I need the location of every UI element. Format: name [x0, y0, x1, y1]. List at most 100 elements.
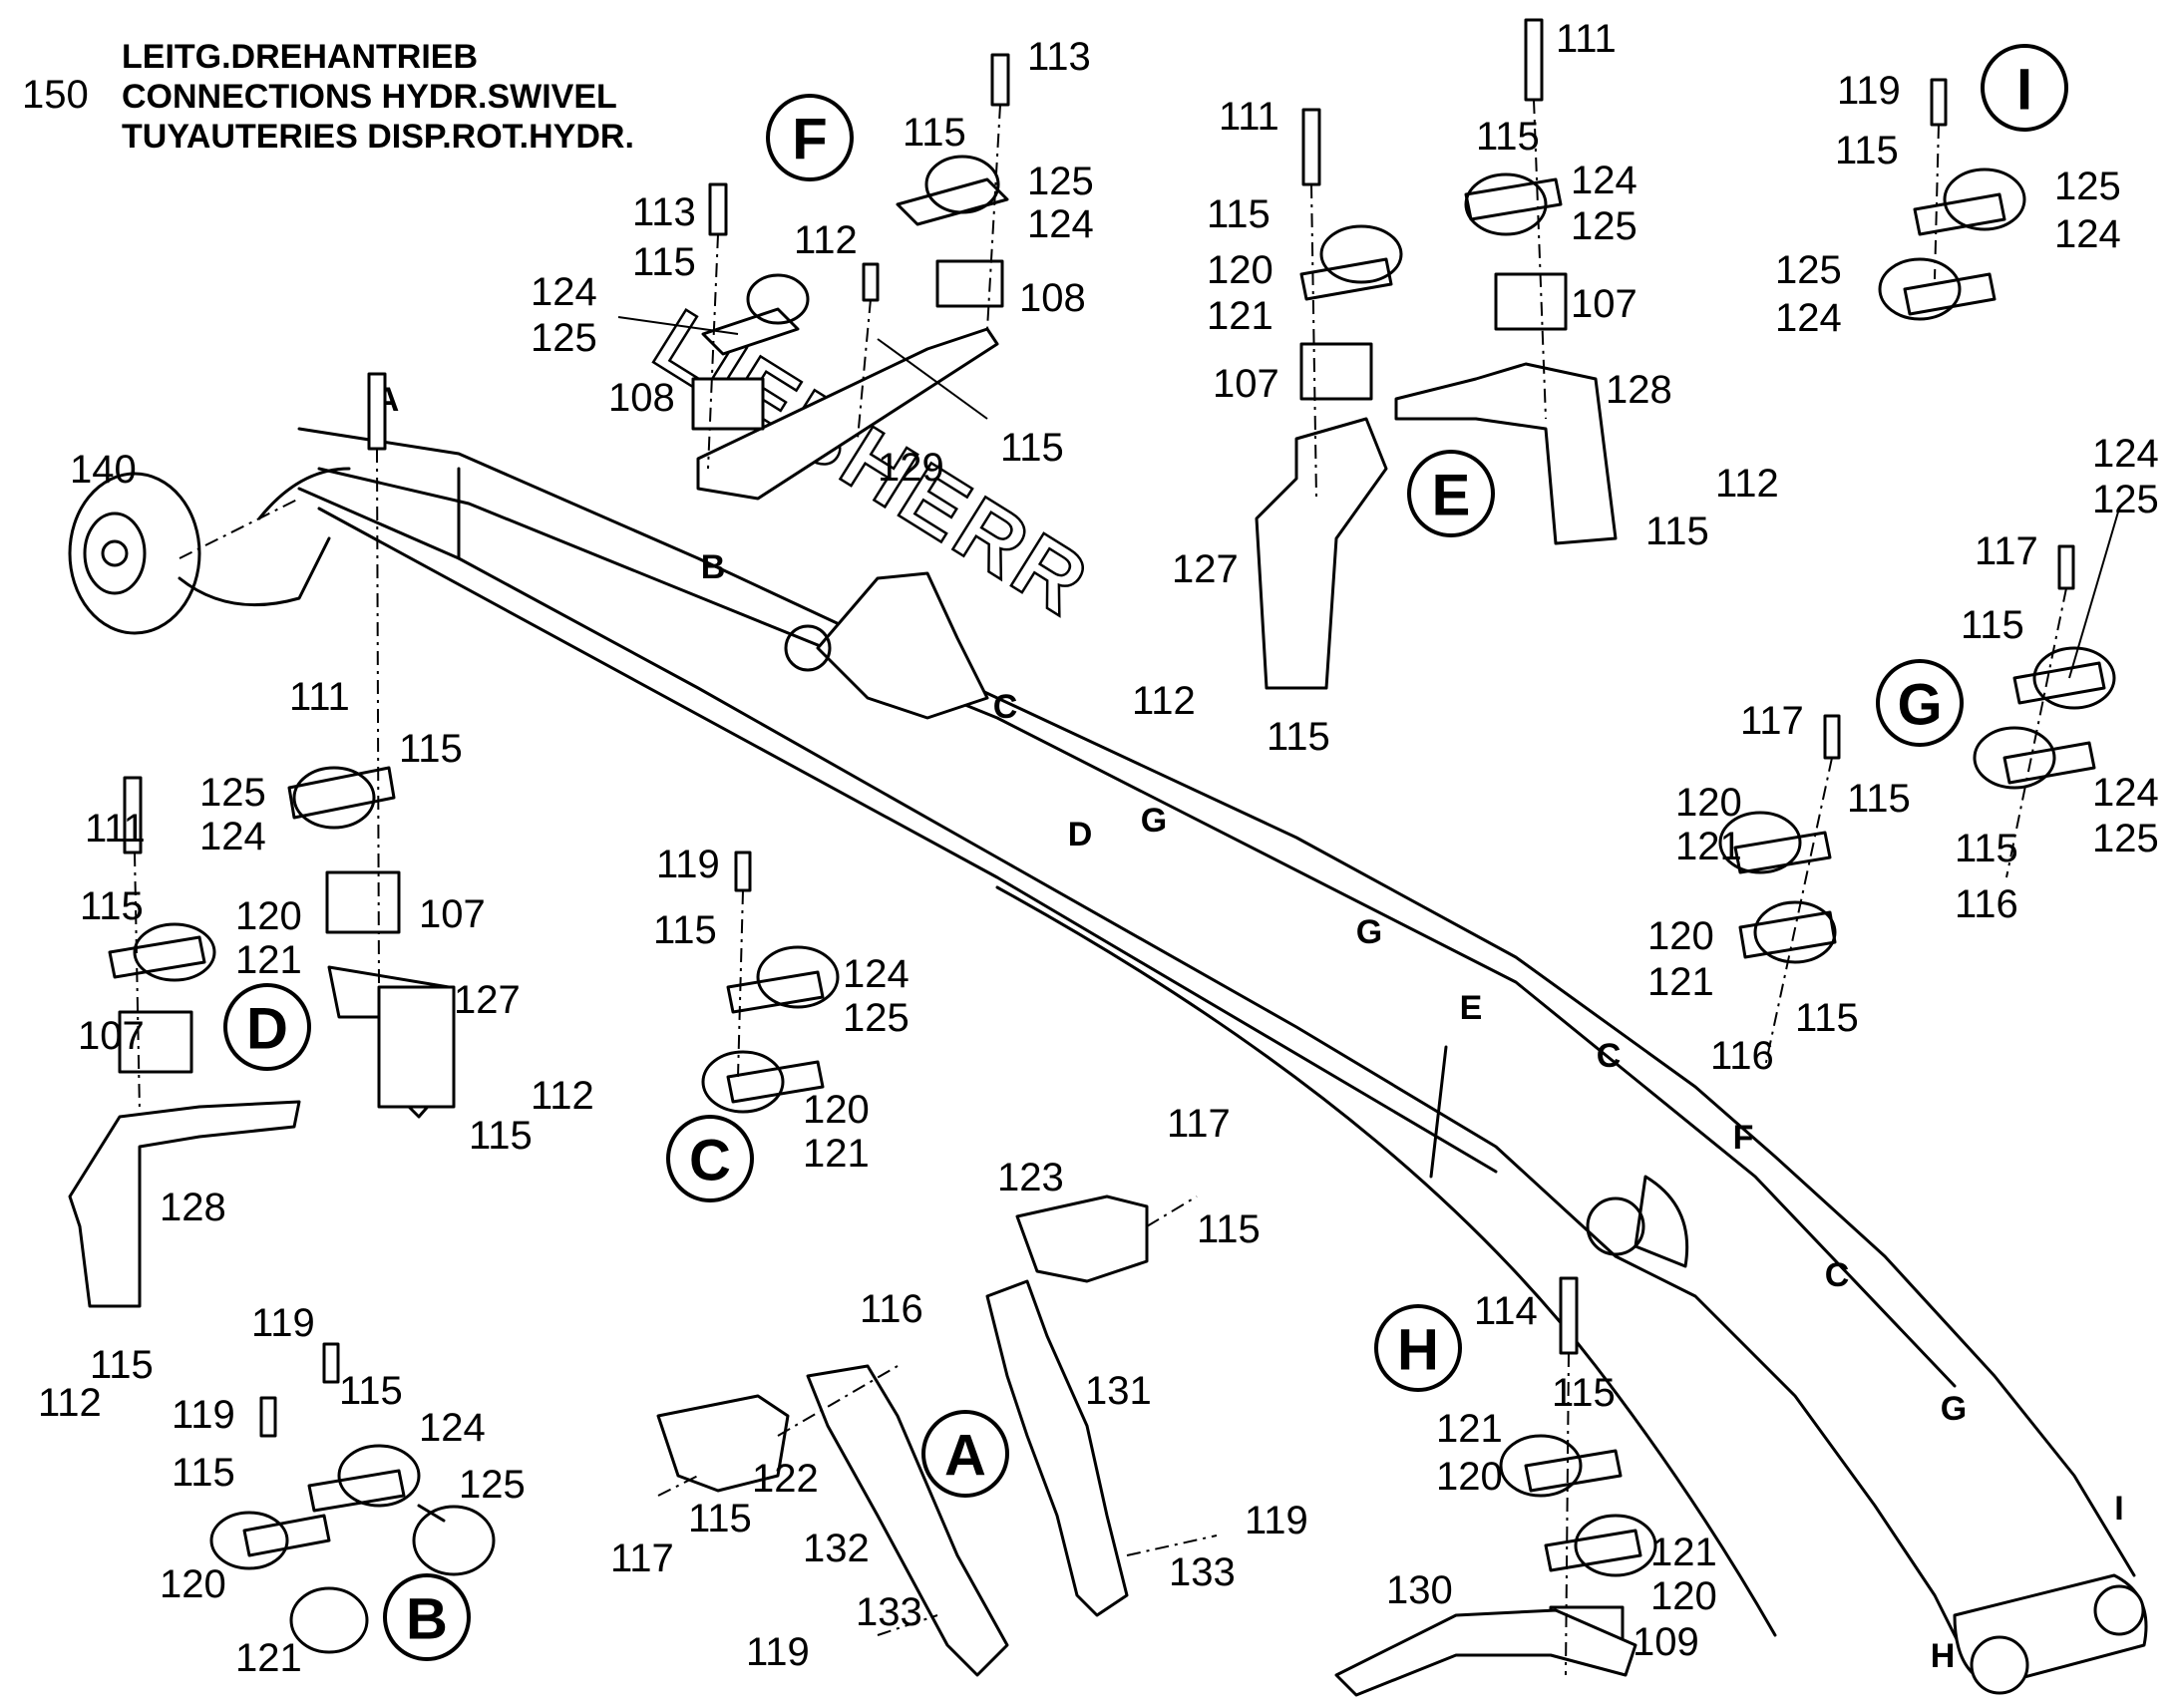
point-H: H	[1931, 1637, 1956, 1675]
group-D: D 111 115 125 124 111 115 120 121 107 12…	[38, 372, 594, 1425]
part-D-121: 121	[235, 938, 302, 982]
part-F-112: 112	[794, 218, 858, 262]
bubble-D: D	[246, 997, 288, 1062]
part-A-116: 116	[860, 1287, 923, 1331]
point-C3: C	[1825, 1256, 1850, 1294]
bubble-E: E	[1432, 464, 1471, 528]
group-H: H 114 115 121 120 121 120 130 109	[1334, 1276, 1717, 1697]
point-I: I	[2114, 1490, 2123, 1528]
motor-140: 140	[68, 448, 351, 635]
part-F-125b: 125	[531, 316, 597, 360]
part-E-115b: 115	[1207, 192, 1271, 236]
part-140: 140	[70, 448, 137, 492]
part-G-115b: 115	[1847, 777, 1911, 821]
part-D-124: 124	[199, 815, 266, 858]
part-F-115a: 115	[903, 111, 966, 155]
part-E-120: 120	[1207, 248, 1273, 292]
part-D-115b: 115	[80, 884, 144, 928]
bubble-B: B	[406, 1587, 448, 1652]
part-A-115a: 115	[1197, 1207, 1261, 1251]
boom-point-labels: A B C D G G E C F C G I H	[375, 381, 2124, 1675]
group-B: B 119 115 124 119 115 125 120 121	[160, 1301, 526, 1680]
part-A-122: 122	[752, 1457, 819, 1501]
point-G3: G	[1941, 1390, 1967, 1428]
header-number: 150	[22, 73, 89, 117]
part-I-115: 115	[1835, 129, 1899, 172]
point-F: F	[1733, 1119, 1754, 1157]
group-F: F 113 115 125 124 113 112 115 108 124 12…	[531, 35, 1094, 501]
part-F-115c: 115	[1000, 426, 1064, 470]
part-C-115: 115	[653, 908, 717, 952]
part-B-120: 120	[160, 1562, 226, 1606]
group-A: A 117 115 123 116 131 122 117 115 119 13…	[610, 1102, 1308, 1677]
part-D-111a: 111	[289, 675, 350, 719]
part-H-114: 114	[1474, 1289, 1538, 1333]
part-F-113b: 113	[632, 190, 696, 234]
part-G-124b: 124	[2092, 771, 2159, 815]
part-H-120b: 120	[1650, 1574, 1717, 1618]
part-G-115d: 115	[1795, 996, 1859, 1040]
header-line-en: CONNECTIONS HYDR.SWIVEL	[122, 78, 617, 116]
part-G-125b: 125	[2092, 817, 2159, 860]
group-I: I 119 115 125 124 125 124	[1775, 44, 2121, 340]
part-E-115a: 115	[1476, 115, 1540, 159]
part-E-115c: 115	[1645, 510, 1709, 553]
part-A-115b: 115	[688, 1497, 752, 1540]
part-F-125: 125	[1027, 160, 1094, 203]
part-H-109: 109	[1633, 1620, 1699, 1664]
part-F-108b: 108	[608, 376, 675, 420]
part-G-121b: 121	[1647, 960, 1714, 1004]
part-D-127: 127	[454, 978, 521, 1022]
part-E-107b: 107	[1213, 362, 1279, 406]
point-E: E	[1460, 989, 1483, 1027]
part-B-119a: 119	[251, 1301, 315, 1345]
part-H-121b: 121	[1650, 1531, 1717, 1574]
point-G1: G	[1141, 802, 1167, 840]
point-B: B	[701, 548, 726, 586]
group-E: E 111 111 115 124 125 115 120 121 107 10…	[1132, 17, 1779, 759]
part-A-131: 131	[1085, 1369, 1152, 1413]
part-A-119a: 119	[1245, 1499, 1308, 1542]
part-I-125a: 125	[2054, 165, 2121, 208]
part-E-112b: 112	[1132, 679, 1196, 723]
group-G: G 124 125 117 115 117 115 120 121 124 12…	[1647, 432, 2159, 1078]
bubble-H: H	[1397, 1318, 1439, 1383]
part-F-113a: 113	[1027, 35, 1091, 79]
part-A-123: 123	[997, 1156, 1064, 1199]
point-C2: C	[1597, 1037, 1622, 1075]
part-G-116a: 116	[1955, 882, 2018, 926]
part-G-120a: 120	[1675, 781, 1742, 825]
bubble-A: A	[944, 1424, 986, 1489]
part-D-115d: 115	[90, 1343, 154, 1387]
point-D: D	[1068, 816, 1093, 854]
part-I-119: 119	[1837, 69, 1901, 113]
part-D-120: 120	[235, 894, 302, 938]
part-F-115b: 115	[632, 240, 696, 284]
part-H-121a: 121	[1436, 1407, 1503, 1451]
part-F-108a: 108	[1019, 276, 1086, 320]
part-G-115c: 115	[1955, 827, 2018, 870]
part-D-128: 128	[160, 1186, 226, 1229]
bubble-G: G	[1897, 673, 1942, 738]
part-E-111a: 111	[1556, 17, 1617, 61]
part-B-124: 124	[419, 1406, 486, 1450]
part-E-127: 127	[1172, 547, 1239, 591]
part-B-119b: 119	[172, 1393, 235, 1437]
part-A-133b: 133	[856, 1590, 922, 1634]
part-H-120a: 120	[1436, 1455, 1503, 1499]
bubble-F: F	[792, 108, 827, 172]
part-G-116b: 116	[1710, 1034, 1774, 1078]
part-E-125: 125	[1571, 204, 1637, 248]
part-F-124b: 124	[531, 270, 597, 314]
part-G-121a: 121	[1675, 825, 1742, 868]
part-C-119: 119	[656, 843, 720, 886]
part-G-125a: 125	[2092, 478, 2159, 521]
part-F-129: 129	[878, 446, 944, 490]
group-C: C 119 115 124 125 120 121	[653, 843, 909, 1202]
part-E-121: 121	[1207, 294, 1273, 338]
part-D-112b: 112	[38, 1381, 102, 1425]
header-block: 150 LEITG.DREHANTRIEB CONNECTIONS HYDR.S…	[22, 38, 634, 156]
part-E-124: 124	[1571, 159, 1637, 202]
